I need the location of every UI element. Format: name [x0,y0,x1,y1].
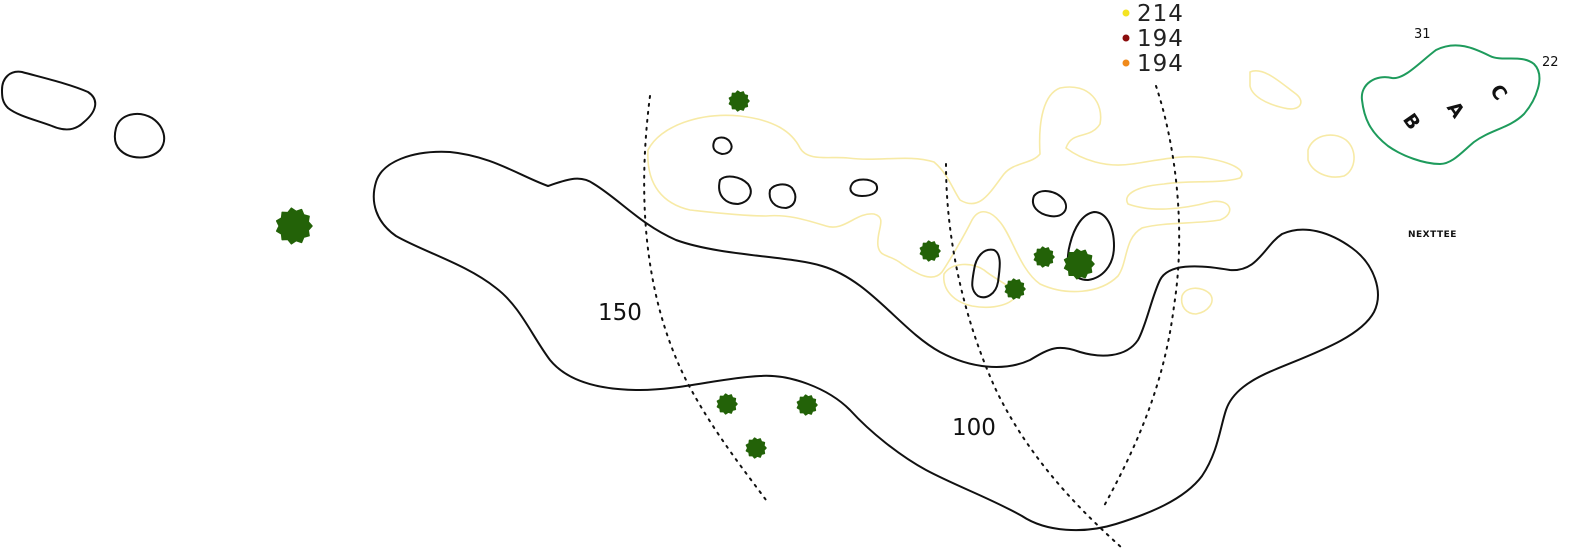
tee-distance-label: 194 [1137,51,1184,77]
tree-icon [275,207,313,245]
tree-icon [1033,246,1055,268]
tree-icon [1063,248,1095,280]
tee-distance-label: 214 [1137,1,1184,27]
next-tee-label: NEXTTEE [1408,230,1457,240]
bunker [971,248,1001,299]
tee-marker-dot-icon [1122,34,1130,42]
arc-100 [945,163,1123,549]
fairway-outlines [1,70,1379,532]
pin-a-label: A [1442,98,1469,123]
tee-distance-label: 194 [1137,26,1184,52]
tree-icon [745,437,767,459]
trees [275,90,1095,459]
tree-icon [919,240,941,262]
rough-area-main [647,86,1243,293]
rough-area-pond [1307,134,1355,178]
tree-icon [728,90,750,112]
bunker [718,175,752,205]
green-outline [1360,44,1541,165]
green: C A B 31 22 [1360,27,1559,165]
yardage-100-label: 100 [952,415,996,441]
tee-box-large [1,70,97,131]
pin-c-label: C [1485,80,1511,104]
rough-areas [647,70,1355,315]
bunker [712,136,733,155]
green-depth-31: 31 [1414,27,1431,42]
fairway-main [372,150,1379,532]
bunkers [712,136,1115,299]
tee-marker-dot-icon [1122,59,1130,67]
pin-b-label: B [1398,110,1424,134]
tree-icon [796,394,818,416]
arc-150 [643,95,767,501]
tee-box-small [113,112,166,159]
bunker [849,178,878,197]
bunker [768,183,797,209]
tree-icon [716,393,738,415]
green-depth-22: 22 [1542,55,1559,70]
rough-area-strip [1249,70,1302,110]
rough-area-small [1180,287,1213,315]
tree-icon [1004,278,1026,300]
arc-green [1103,85,1181,507]
yardage-150-label: 150 [598,300,642,326]
yardage-arcs [643,85,1181,549]
bunker [1032,190,1068,218]
tee-marker-dot-icon [1122,9,1130,17]
